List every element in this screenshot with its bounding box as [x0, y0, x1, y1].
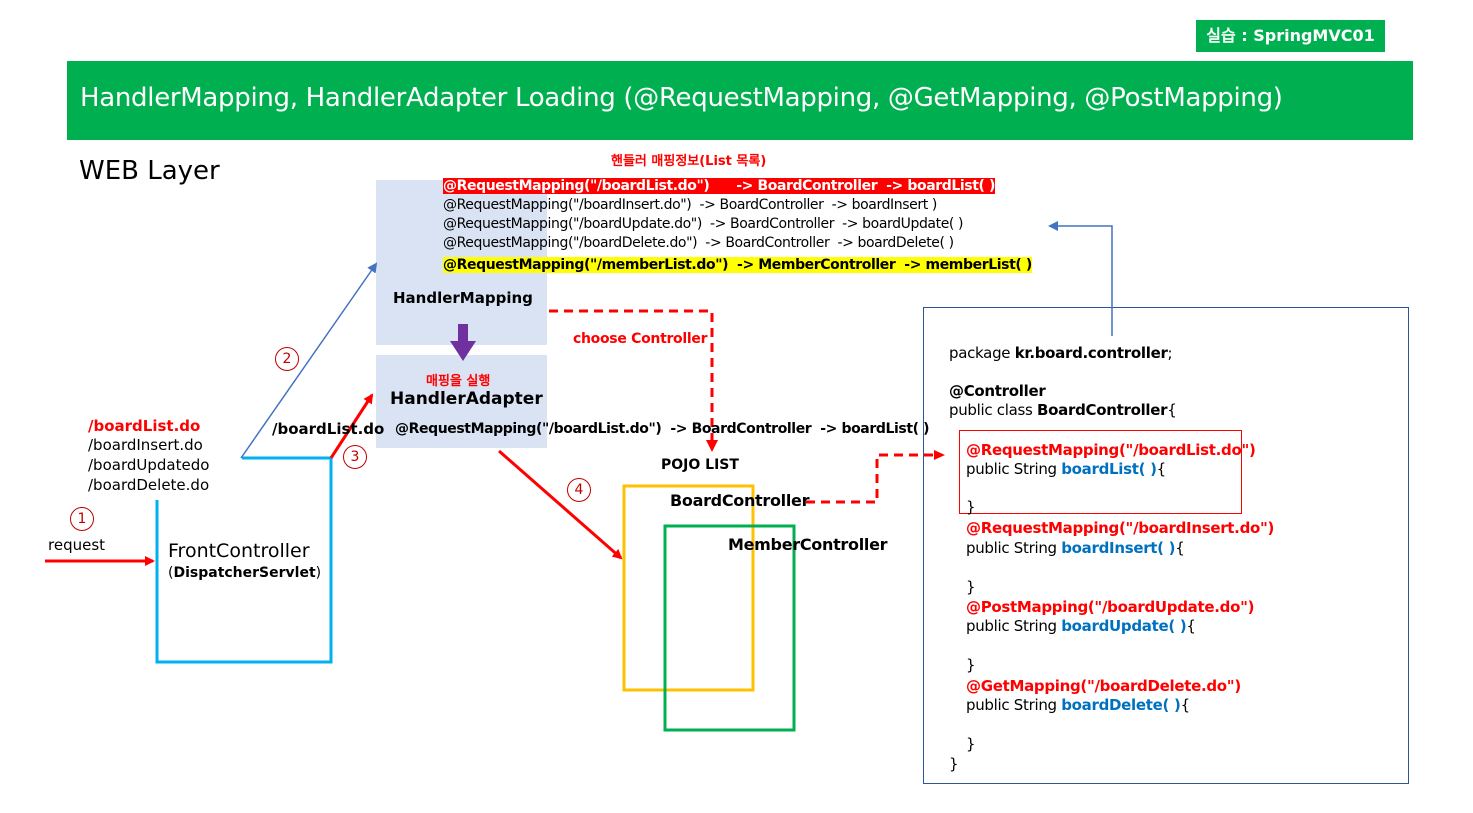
method-open-brace: {	[1186, 617, 1196, 635]
controller-annotation: @Controller	[949, 382, 1046, 400]
method-close-brace: }	[966, 656, 976, 674]
forwarded-url-label: /boardList.do	[272, 420, 385, 438]
web-layer-label: WEB Layer	[79, 156, 220, 186]
method-name: boardDelete( )	[1061, 696, 1181, 714]
method-annotation: @PostMapping("/boardUpdate.do")	[966, 598, 1255, 616]
statement-end: ;	[1167, 344, 1173, 362]
package-keyword: package	[949, 344, 1015, 362]
method-close-brace: }	[966, 498, 976, 516]
mapping-line-boardupdate: @RequestMapping("/boardUpdate.do") -> Bo…	[443, 216, 964, 232]
member-controller-box	[663, 524, 796, 732]
method-close-brace: }	[966, 578, 976, 596]
handler-adapter-box	[376, 355, 547, 448]
method-annotation: @RequestMapping("/boardList.do")	[966, 441, 1256, 459]
board-controller-box	[622, 484, 755, 692]
handler-adapter-label: HandlerAdapter	[390, 389, 543, 409]
board-controller-to-code-arrow	[806, 453, 934, 504]
step-4-marker: 4	[567, 478, 591, 502]
method-name: boardList( )	[1061, 460, 1157, 478]
request-url-item: /boardUpdatedo	[88, 456, 210, 474]
step-1-marker: 1	[70, 507, 94, 531]
register-mapping-arrow	[1048, 221, 1113, 336]
invoke-controller-arrow	[498, 449, 623, 560]
class-name: BoardController	[1037, 401, 1168, 419]
dispatcher-servlet-label: DispatcherServlet	[173, 565, 316, 581]
step-2-marker: 2	[275, 347, 299, 371]
execute-mapping-label: 매핑을 실행	[426, 374, 491, 389]
mapping-line-memberlist: @RequestMapping("/memberList.do") -> Mem…	[443, 257, 1032, 273]
method-signature: public String	[966, 617, 1062, 635]
mapping-line-boarddelete: @RequestMapping("/boardDelete.do") -> Bo…	[443, 235, 954, 251]
adapter-mapping-line: @RequestMapping("/boardList.do") -> Boar…	[395, 421, 930, 437]
member-controller-label: MemberController	[728, 535, 888, 554]
method-name: boardUpdate( )	[1061, 617, 1187, 635]
board-list-method-highlight	[959, 430, 1242, 514]
mapping-info-title: 핸들러 매핑정보(List 목록)	[611, 154, 767, 169]
page-title: HandlerMapping, HandlerAdapter Loading (…	[80, 83, 1283, 113]
front-controller-paren: )	[315, 565, 322, 581]
method-signature: public String	[966, 539, 1062, 557]
step-3-marker: 3	[343, 445, 367, 469]
request-url-item: /boardInsert.do	[88, 436, 203, 454]
title-banner	[67, 61, 1413, 140]
class-declaration: public class	[949, 401, 1038, 419]
method-name: boardInsert( )	[1061, 539, 1176, 557]
method-annotation: @GetMapping("/boardDelete.do")	[966, 677, 1241, 695]
method-open-brace: {	[1175, 539, 1185, 557]
mapping-line-boardinsert: @RequestMapping("/boardInsert.do") -> Bo…	[443, 197, 937, 213]
choose-controller-label: choose Controller	[573, 331, 708, 347]
method-annotation: @RequestMapping("/boardInsert.do")	[966, 519, 1275, 537]
method-signature: public String	[966, 460, 1062, 478]
request-url-active: /boardList.do	[88, 417, 201, 435]
method-signature: public String	[966, 696, 1062, 714]
lookup-arrow	[240, 262, 378, 459]
dispatch-arrow	[329, 393, 374, 459]
class-open-brace: {	[1167, 401, 1177, 419]
controller-code-box	[923, 307, 1409, 784]
front-controller-label: FrontController	[168, 540, 310, 562]
front-controller-outline	[155, 456, 333, 664]
front-controller-paren: (	[168, 565, 174, 581]
method-open-brace: {	[1156, 460, 1167, 478]
board-controller-label: BoardController	[670, 491, 810, 510]
class-close-brace: }	[949, 755, 959, 773]
request-url-item: /boardDelete.do	[88, 476, 210, 494]
method-close-brace: }	[966, 735, 976, 753]
mapping-to-adapter-arrow	[450, 324, 476, 361]
pojo-list-title: POJO LIST	[661, 457, 739, 473]
exercise-badge: 실습 : SpringMVC01	[1196, 20, 1385, 52]
mapping-line-boardlist: @RequestMapping("/boardList.do") -> Boar…	[443, 178, 995, 194]
method-open-brace: {	[1180, 696, 1191, 714]
request-label: request	[48, 536, 106, 554]
package-name: kr.board.controller	[1014, 344, 1168, 362]
handler-mapping-label: HandlerMapping	[393, 289, 533, 307]
